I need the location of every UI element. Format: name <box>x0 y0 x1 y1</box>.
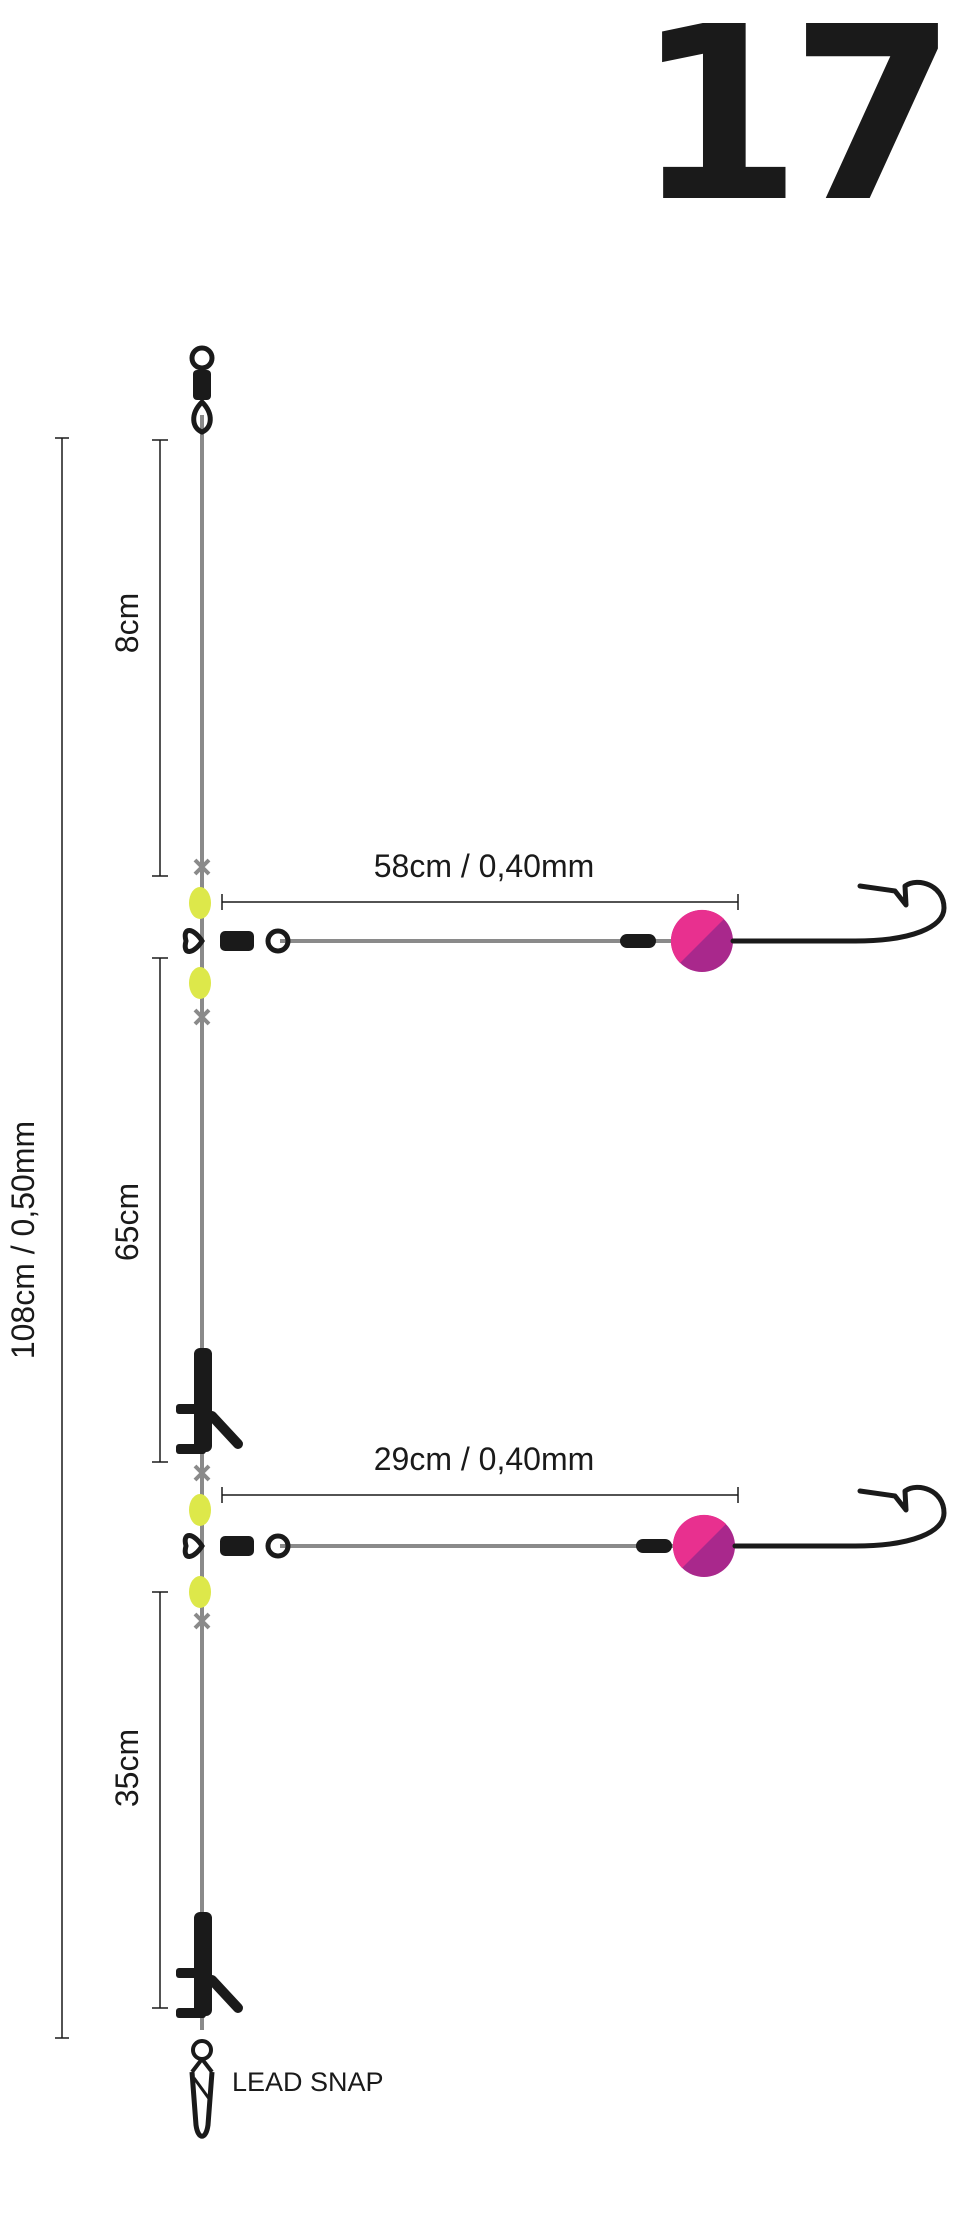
rig-number: 17 <box>635 0 945 255</box>
crimp-sleeve-icon <box>620 934 656 948</box>
segment-top-dimension <box>152 439 168 877</box>
bead-icon <box>189 1494 211 1526</box>
overall-length-dimension <box>55 437 69 2039</box>
three-way-swivel-icon <box>182 928 291 954</box>
lead-snap-label: LEAD SNAP <box>232 2067 384 2097</box>
lead-snap-icon <box>189 2039 215 2139</box>
clip-icon <box>176 1348 243 1454</box>
segment-middle-dimension <box>152 957 168 1463</box>
swivel-icon <box>189 345 215 435</box>
bead-icon <box>189 887 211 919</box>
dropper-upper-label: 58cm / 0,40mm <box>374 848 595 884</box>
three-way-swivel-icon <box>182 1533 291 1559</box>
hook-icon <box>730 879 947 944</box>
lure-bead-icon <box>672 1514 735 1577</box>
clip-icon <box>176 1912 243 2018</box>
crimp-sleeve-icon <box>636 1539 672 1553</box>
dropper-lower-label: 29cm / 0,40mm <box>374 1441 595 1477</box>
stop-knot-icon <box>193 858 211 876</box>
stop-knot-icon <box>193 1008 211 1026</box>
bead-icon <box>189 1576 211 1608</box>
segment-middle-label: 65cm <box>109 1183 145 1261</box>
bead-icon <box>189 967 211 999</box>
segment-bottom-dimension <box>152 1591 168 2009</box>
overall-length-label: 108cm / 0,50mm <box>5 1121 41 1359</box>
lure-bead-icon <box>670 909 733 972</box>
segment-top-label: 8cm <box>109 593 145 653</box>
dropper-upper-dimension <box>221 894 739 910</box>
stop-knot-icon <box>193 1464 211 1482</box>
hook-icon <box>732 1484 947 1549</box>
segment-bottom-label: 35cm <box>109 1729 145 1807</box>
stop-knot-icon <box>193 1612 211 1630</box>
dropper-lower-dimension <box>221 1487 739 1503</box>
